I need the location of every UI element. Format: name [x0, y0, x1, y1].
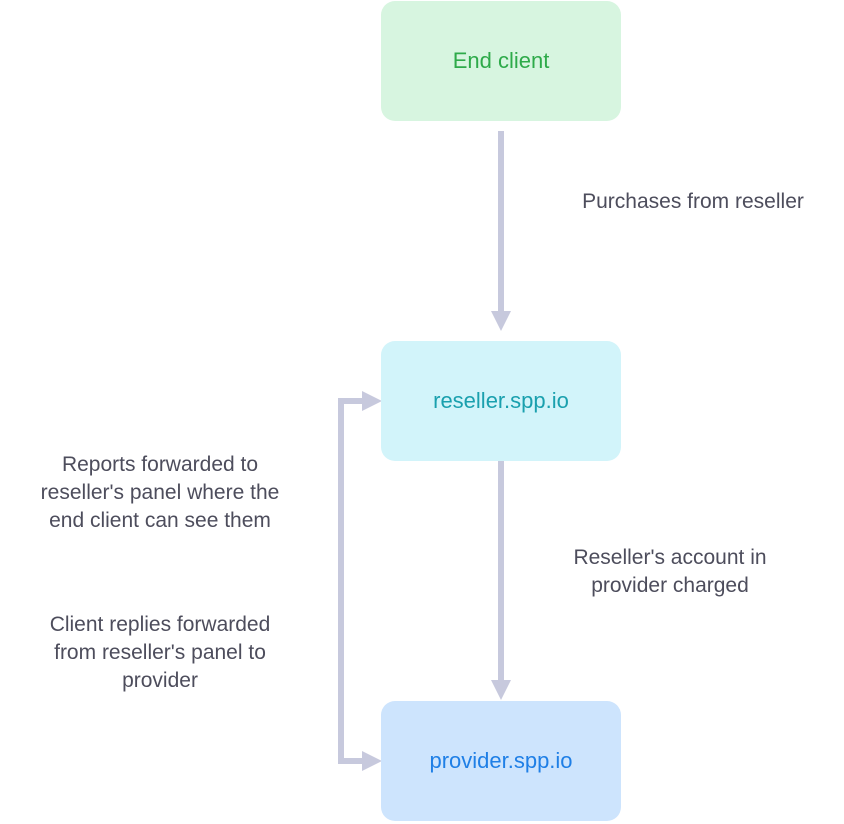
node-reseller-label: reseller.spp.io	[433, 388, 569, 413]
node-provider-label: provider.spp.io	[429, 748, 573, 773]
node-end-client: End client	[381, 1, 621, 121]
edge-label-purchases: Purchases from reseller	[582, 190, 804, 213]
arrowhead-provider-left	[362, 751, 382, 771]
node-provider: provider.spp.io	[381, 701, 621, 821]
loop-connector	[338, 398, 366, 764]
arrowhead-provider-top	[491, 680, 511, 700]
node-reseller: reseller.spp.io	[381, 341, 621, 461]
arrowhead-reseller-left	[362, 391, 382, 411]
edge-label-charged: Reseller's account in provider charged	[573, 546, 767, 597]
arrowhead-reseller-top	[491, 311, 511, 331]
node-end-client-label: End client	[452, 48, 550, 73]
edge-label-reports: Reports forwarded to reseller's panel wh…	[40, 453, 280, 532]
edge-label-replies: Client replies forwarded from reseller's…	[49, 613, 271, 692]
